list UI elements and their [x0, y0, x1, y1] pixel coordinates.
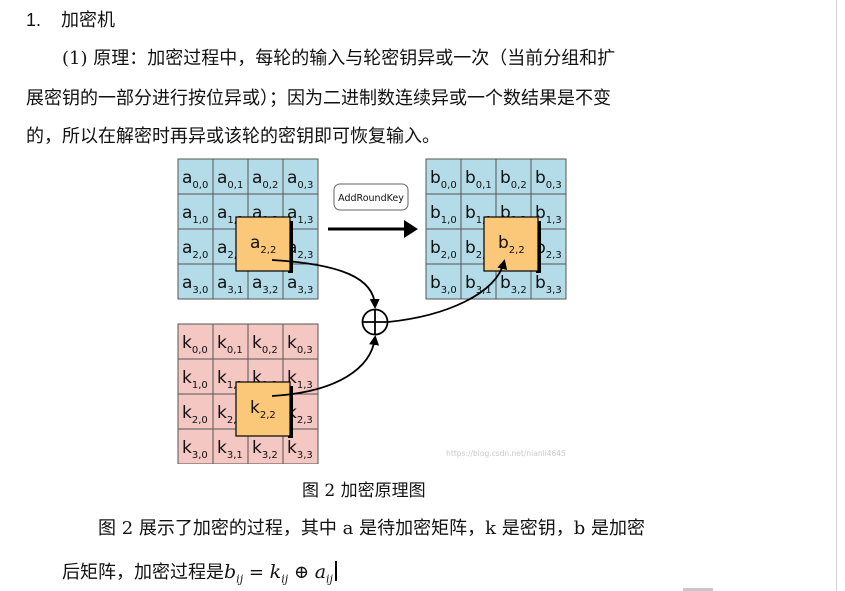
- matrix-cell-label: a0,3: [287, 168, 313, 191]
- matrix-cell-label: a0,0: [182, 168, 208, 191]
- section-number: 1.: [26, 10, 42, 30]
- matrix-cell-label: b0,1: [465, 168, 492, 191]
- matrix-cell-label: k2,1: [217, 403, 243, 426]
- matrix-cell-label: a3,1: [217, 273, 243, 296]
- encryption-figure[interactable]: a0,0a0,1a0,2a0,3a1,0a1,1a1,2a1,3a2,0a2,1…: [176, 156, 570, 464]
- formula-a-sub: ij: [326, 572, 333, 586]
- matrix-cell-label: k0,1: [217, 333, 243, 356]
- matrix-b: b0,0b0,1b0,2b0,3b1,0b1,1b1,2b1,3b2,0b2,1…: [425, 158, 567, 300]
- addroundkey-box: [333, 183, 409, 211]
- text-cursor: [334, 561, 337, 581]
- matrix-cell-label: k1,0: [182, 368, 208, 391]
- scroll-indicator[interactable]: [683, 588, 713, 591]
- matrix-cell-label: a0,2: [252, 168, 278, 191]
- paragraph-line[interactable]: 展密钥的一部分进行按位异或）；因为二进制数连续异或一个数结果是不变: [26, 88, 611, 109]
- figure-canvas: a0,0a0,1a0,2a0,3a1,0a1,1a1,2a1,3a2,0a2,1…: [177, 158, 567, 464]
- section-title: 加密机: [61, 10, 116, 31]
- matrix-cell-label: a3,2: [252, 273, 278, 296]
- paragraph-line[interactable]: (1) 原理：加密过程中，每轮的输入与轮密钥异或一次（当前分组和扩: [62, 48, 616, 69]
- transform-arrowhead: [404, 220, 418, 238]
- matrix-cell-label: k0,3: [287, 333, 313, 356]
- formula-xor: ⊕: [293, 562, 309, 583]
- matrix-cell-label: a1,1: [217, 203, 243, 226]
- addroundkey-label: AddRoundKey: [338, 193, 404, 204]
- matrix-cell-label: b3,2: [500, 273, 527, 296]
- matrix-cell-label: b3,3: [535, 273, 562, 296]
- xor-icon: [361, 308, 389, 336]
- matrix-cell-label: k2,0: [182, 403, 208, 426]
- matrix-cell-label: b3,0: [430, 273, 457, 296]
- paragraph-text: 后矩阵，加密过程是: [62, 562, 224, 583]
- paragraph-line[interactable]: 的，所以在解密时再异或该轮的密钥即可恢复输入。: [26, 126, 440, 147]
- matrix-cell: [282, 263, 319, 300]
- matrix-cell: [530, 263, 567, 300]
- highlight-cell-label: b2,2: [498, 233, 525, 256]
- matrix-cell-label: k1,1: [217, 368, 243, 391]
- formula-k: k: [269, 561, 282, 583]
- k-to-xor-curve: [271, 335, 380, 397]
- a-to-xor-curve: [271, 259, 380, 309]
- matrix-cell-label: k1,3: [287, 368, 313, 391]
- matrix-cell-label: b0,0: [430, 168, 457, 191]
- matrix-cell-label: a2,0: [182, 238, 208, 261]
- matrix-cell-label: b1,3: [535, 203, 562, 226]
- highlight-cell: [235, 381, 291, 437]
- matrix-cell-label: k0,2: [252, 333, 278, 356]
- matrix-cell-label: a3,3: [287, 273, 313, 296]
- matrix-a: a0,0a0,1a0,2a0,3a1,0a1,1a1,2a1,3a2,0a2,1…: [177, 158, 319, 300]
- matrix-cell-label: a1,0: [182, 203, 208, 226]
- paragraph-line-with-formula[interactable]: 后矩阵，加密过程是bij = kij ⊕ aij: [62, 558, 337, 586]
- formula-lhs: b: [224, 561, 237, 583]
- matrix-cell-label: a1,3: [287, 203, 313, 226]
- highlight-cell: [483, 216, 539, 272]
- matrix-cell-label: b0,3: [535, 168, 562, 191]
- matrix-cell-label: a0,1: [217, 168, 243, 191]
- formula: bij = kij ⊕ aij: [224, 561, 333, 586]
- formula-lhs-sub: ij: [236, 572, 244, 586]
- matrix-cell-label: k3,0: [182, 438, 208, 461]
- formula-k-sub: ij: [281, 572, 289, 586]
- highlight-cell-label: k2,2: [250, 398, 276, 421]
- matrix-cell-label: b2,0: [430, 238, 457, 261]
- section-heading: 1. 加密机: [26, 6, 115, 32]
- matrix-k: k0,0k0,1k0,2k0,3k1,0k1,1k1,2k1,3k2,0k2,1…: [177, 323, 319, 464]
- figure-caption: 图 2 加密原理图: [302, 481, 426, 501]
- watermark: https://blog.csdn.net/nianli4645: [446, 449, 566, 458]
- page-edge: [836, 0, 837, 591]
- matrix-cell: [282, 428, 319, 464]
- xor-to-b-curve: [387, 259, 508, 323]
- highlight-cell: [235, 216, 291, 272]
- matrix-cell-label: k0,0: [182, 333, 208, 356]
- matrix-cell-label: b1,0: [430, 203, 457, 226]
- matrix-cell-label: k3,3: [287, 438, 313, 461]
- matrix-cell-label: a2,1: [217, 238, 243, 261]
- matrix-cell-label: k3,2: [252, 438, 278, 461]
- matrix-cell-label: k3,1: [217, 438, 243, 461]
- formula-eq: =: [248, 562, 264, 583]
- highlight-cell-label: a2,2: [250, 233, 276, 256]
- matrix-cell-label: a3,0: [182, 273, 208, 296]
- paragraph-line[interactable]: 图 2 展示了加密的过程，其中 a 是待加密矩阵，k 是密钥，b 是加密: [98, 518, 645, 539]
- formula-a: a: [314, 561, 327, 583]
- matrix-cell-label: b0,2: [500, 168, 527, 191]
